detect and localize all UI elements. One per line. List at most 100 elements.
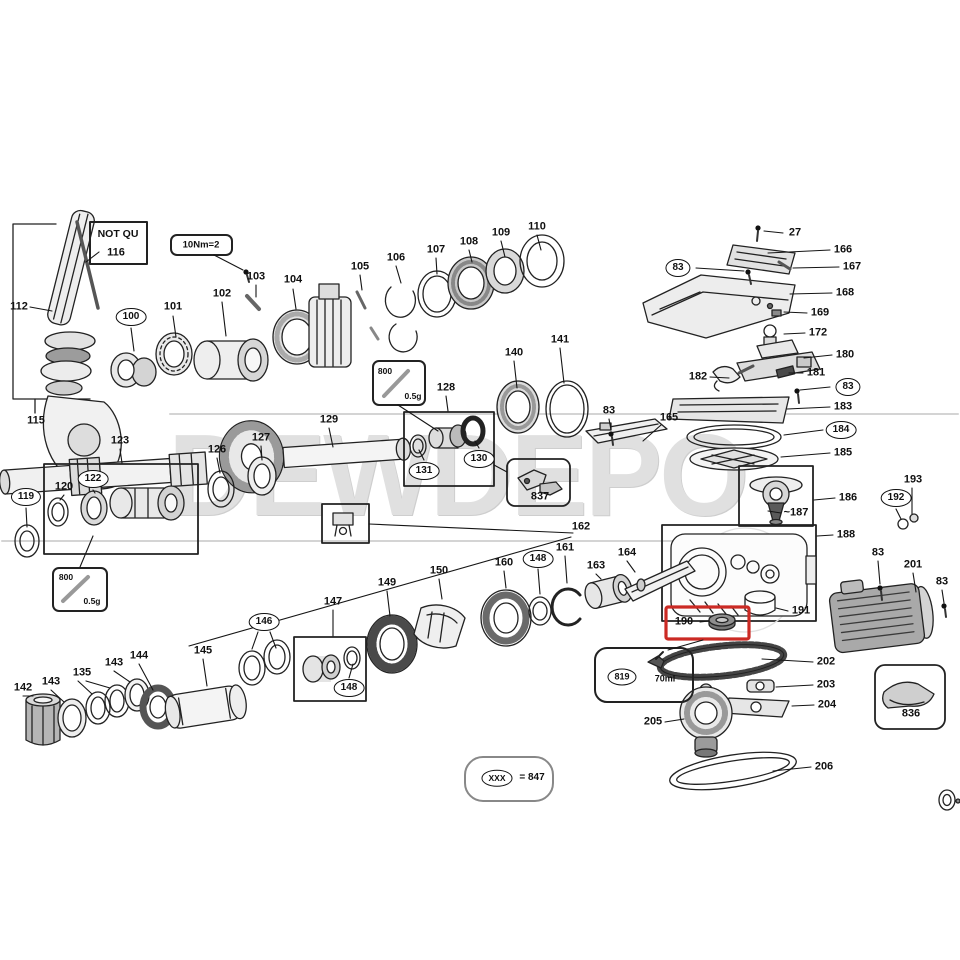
part-label-135: 135: [72, 666, 92, 679]
part-label-847: = 847: [519, 772, 545, 783]
part-label-193: 193: [903, 473, 923, 486]
part-label-800: 800: [377, 365, 393, 376]
part-label-131: 131: [408, 462, 440, 480]
part-146-orings: [238, 639, 291, 686]
part-label-837: 837: [530, 490, 550, 503]
part-label-83: 83: [835, 378, 861, 396]
part-label-148: 148: [522, 550, 554, 568]
part-label-83: 83: [935, 575, 949, 588]
detail-box-188: [661, 524, 817, 633]
detail-box-836: [874, 664, 946, 730]
part-label-83: 83: [602, 404, 616, 417]
part-label-166: 166: [833, 243, 853, 256]
part-168: [642, 274, 796, 339]
part-label-819: 819: [607, 668, 637, 686]
part-label-126: 126: [207, 443, 227, 456]
part-label-182: 182: [688, 370, 708, 383]
part-label-148: 148: [333, 679, 365, 697]
part-label-xxx: XXX: [481, 769, 513, 787]
note-box-not-quoted: [89, 221, 148, 265]
part-201-motor: [828, 579, 934, 654]
part-label-181: 181: [806, 366, 826, 379]
part-label-164: 164: [617, 546, 637, 559]
part-label-10nm2: 10Nm=2: [182, 239, 220, 251]
part-label-163: 163: [586, 559, 606, 572]
part-label-105: 105: [350, 260, 370, 273]
part-100: [110, 352, 157, 388]
part-164: [624, 560, 696, 602]
part-label-144: 144: [129, 649, 149, 662]
part-102: [193, 338, 269, 382]
part-label-109: 109: [491, 226, 511, 239]
part-label-70ml: 70ml: [654, 673, 676, 684]
part-label-204: 204: [817, 698, 837, 711]
part-label-141: 141: [550, 333, 570, 346]
part-label-83: 83: [871, 546, 885, 559]
part-rod-116: [75, 220, 100, 310]
part-label-150: 150: [429, 564, 449, 577]
part-126: [207, 470, 235, 508]
part-label-185: 185: [833, 446, 853, 459]
part-label-110: 110: [528, 220, 546, 233]
part-label-206: 206: [814, 760, 834, 773]
part-205-clutch: [679, 683, 733, 758]
part-181: [775, 365, 796, 379]
part-204: [723, 697, 790, 718]
grease-box-b: [52, 567, 108, 612]
highlight-box-190: [664, 605, 751, 641]
part-label-83: 83: [665, 259, 691, 277]
part-206-belt: [669, 751, 797, 791]
part-127: [247, 456, 277, 496]
part-169: [771, 309, 782, 317]
part-label-191: 191: [791, 604, 811, 617]
part-101: [155, 332, 193, 376]
part-armature: [308, 283, 352, 368]
part-label-103: 103: [246, 270, 266, 283]
part-label-187: ~187: [783, 506, 809, 519]
part-140: [496, 380, 540, 434]
part-label-167: 167: [842, 260, 862, 273]
part-165: [585, 418, 668, 444]
part-label-165: 165: [659, 411, 679, 424]
part-163: [584, 573, 633, 610]
part-label-107: 107: [426, 243, 446, 256]
part-203: [746, 679, 775, 693]
part-145-piston: [164, 684, 247, 729]
part-label-169: 169: [810, 306, 830, 319]
part-label-192: 192: [880, 489, 912, 507]
part-label-800: 800: [58, 571, 74, 582]
part-141: [545, 380, 589, 438]
part-label-205: 205: [643, 715, 663, 728]
part-label-147: 147: [323, 595, 343, 608]
part-label-140: 140: [504, 346, 524, 359]
part-label-180: 180: [835, 348, 855, 361]
part-label-146: 146: [248, 613, 280, 631]
detail-box-123: [43, 463, 199, 555]
part-pin-105: [355, 290, 367, 310]
part-150-shell: [413, 604, 466, 649]
part-label-102: 102: [212, 287, 232, 300]
detail-box-147: [293, 636, 367, 702]
part-149-bearing: [366, 614, 418, 674]
part-label-143: 143: [104, 656, 124, 669]
legend-box-847: [464, 756, 554, 802]
part-label-184: 184: [825, 421, 857, 439]
part-label-188: 188: [836, 528, 856, 541]
part-label-05g: 0.5g: [404, 390, 422, 401]
part-clips-106: [369, 286, 418, 353]
part-label-145: 145: [193, 644, 213, 657]
part-label-27: 27: [788, 226, 802, 239]
part-label-201: 201: [903, 558, 923, 571]
part-182: [712, 365, 741, 392]
watermark-rules: [1, 413, 959, 542]
part-183: [668, 396, 790, 424]
part-label-120: 120: [54, 480, 74, 493]
part-small-ring-bottom-right: [938, 789, 960, 811]
part-label-168: 168: [835, 286, 855, 299]
part-label-142: 142: [13, 681, 33, 694]
part-pin-167: [777, 260, 792, 271]
part-label-186: 186: [838, 491, 858, 504]
part-label-143: 143: [41, 675, 61, 688]
